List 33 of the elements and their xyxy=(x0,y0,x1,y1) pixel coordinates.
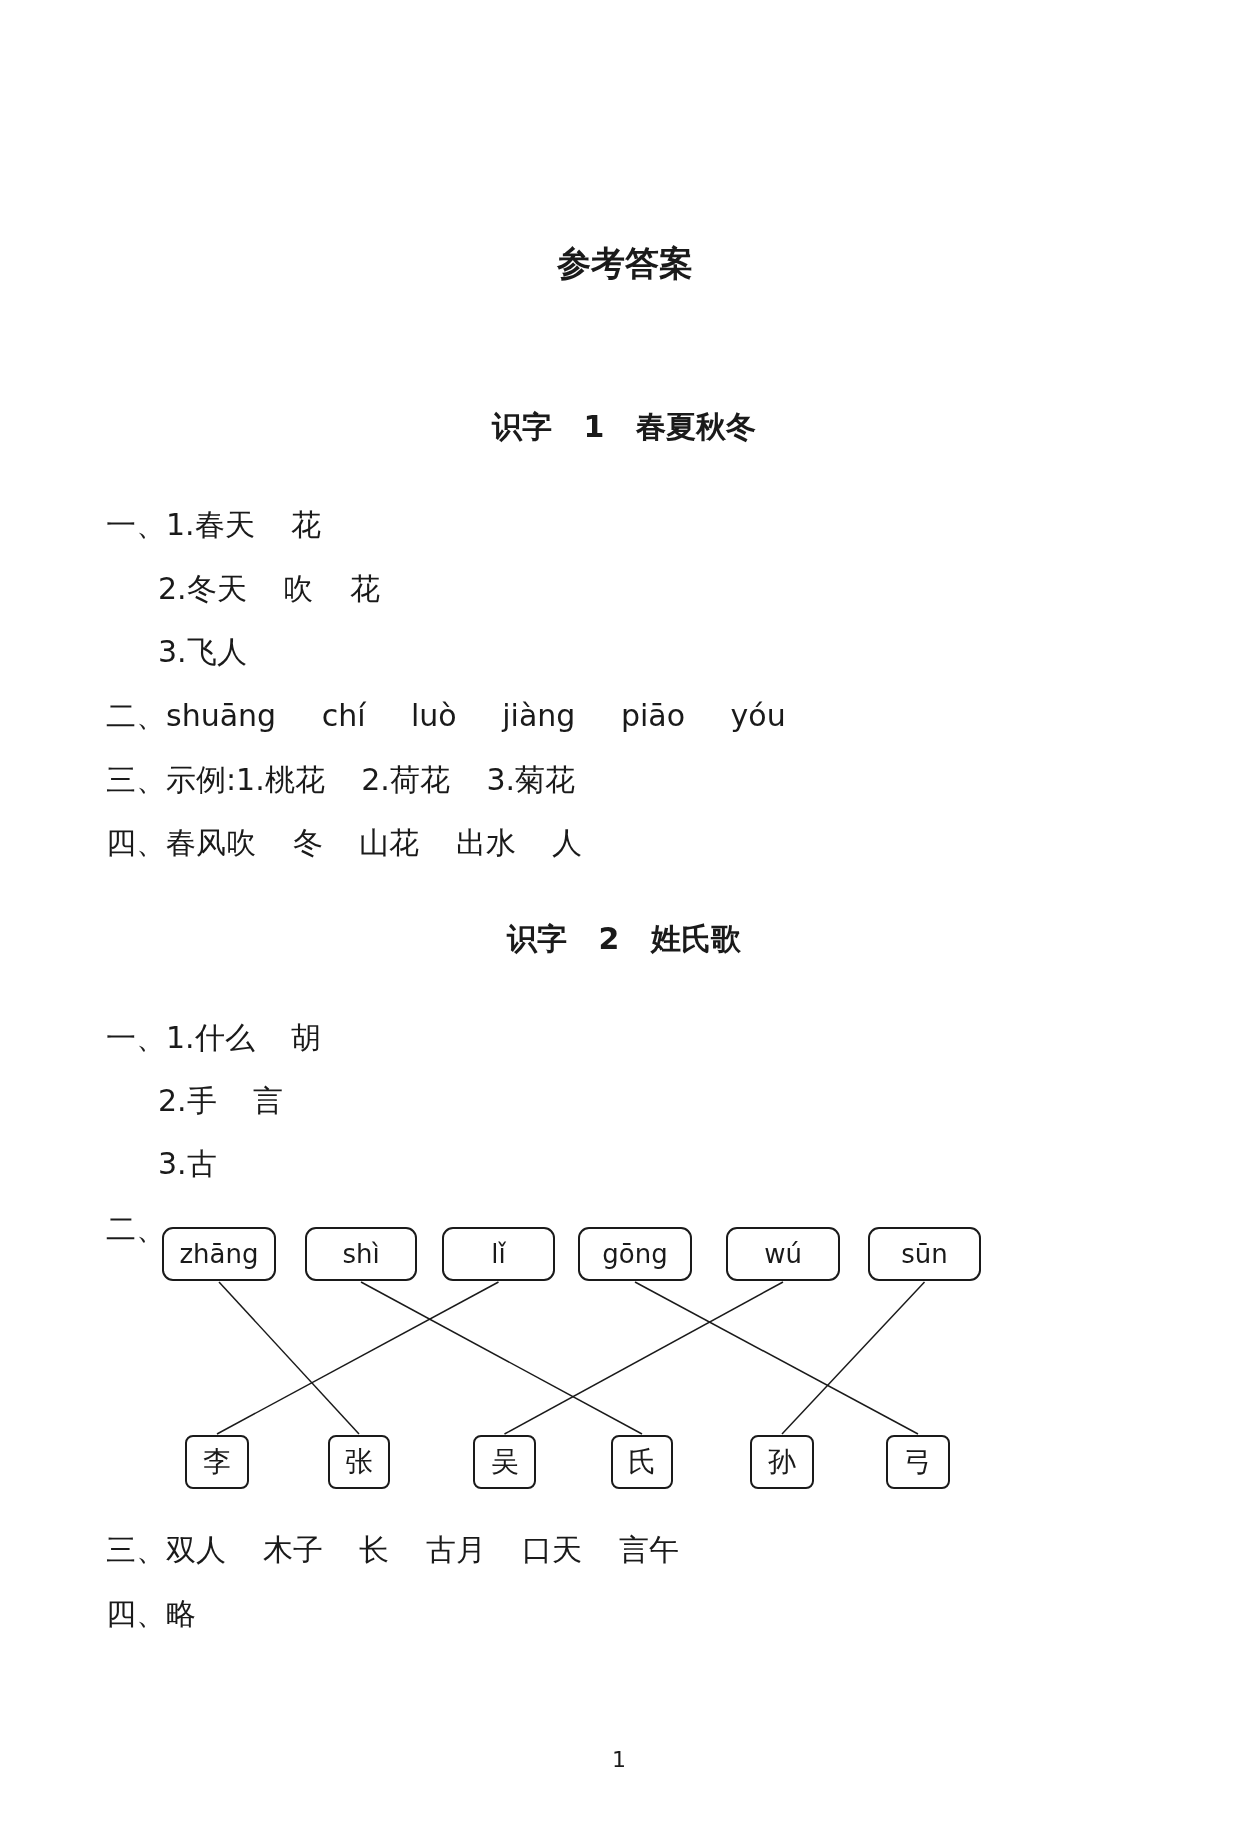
answer-line: 一、1.春天 花 xyxy=(106,507,322,543)
matching-line xyxy=(634,1281,919,1435)
answer-line: 四、春风吹 冬 山花 出水 人 xyxy=(106,825,583,861)
answer-line: 四、略 xyxy=(106,1596,196,1632)
pinyin-box: wú xyxy=(726,1227,840,1281)
pinyin-box: shì xyxy=(305,1227,417,1281)
pinyin-box: lǐ xyxy=(442,1227,555,1281)
answer-line: 三、示例:1.桃花 2.荷花 3.菊花 xyxy=(106,762,576,798)
answer-line: 三、双人 木子 长 古月 口天 言午 xyxy=(106,1532,679,1568)
matching-line xyxy=(503,1281,784,1435)
character-box: 吴 xyxy=(473,1435,536,1489)
answer-line: 二、shuāng chí luò jiàng piāo yóu xyxy=(106,698,786,734)
matching-line xyxy=(360,1281,643,1435)
character-box: 弓 xyxy=(886,1435,950,1489)
character-box: 李 xyxy=(185,1435,249,1489)
pinyin-box: gōng xyxy=(578,1227,692,1281)
character-box: 张 xyxy=(328,1435,390,1489)
answer-line: 2.手 言 xyxy=(158,1083,284,1119)
character-box: 氏 xyxy=(611,1435,673,1489)
matching-line xyxy=(781,1281,926,1435)
character-box: 孙 xyxy=(750,1435,814,1489)
matching-line xyxy=(216,1281,500,1435)
section-heading: 识字 2 姓氏歌 xyxy=(505,921,742,957)
matching-line xyxy=(218,1281,360,1435)
answer-line: 一、1.什么 胡 xyxy=(106,1020,322,1056)
pinyin-box: zhāng xyxy=(162,1227,276,1281)
answer-line: 2.冬天 吹 花 xyxy=(158,571,380,607)
answer-line: 3.飞人 xyxy=(158,634,247,670)
section-heading: 识字 1 春夏秋冬 xyxy=(490,409,757,445)
title: 参考答案 xyxy=(556,245,694,281)
page-number: 1 xyxy=(611,1746,627,1774)
answer-line: 3.古 xyxy=(158,1146,217,1182)
pinyin-box: sūn xyxy=(868,1227,981,1281)
